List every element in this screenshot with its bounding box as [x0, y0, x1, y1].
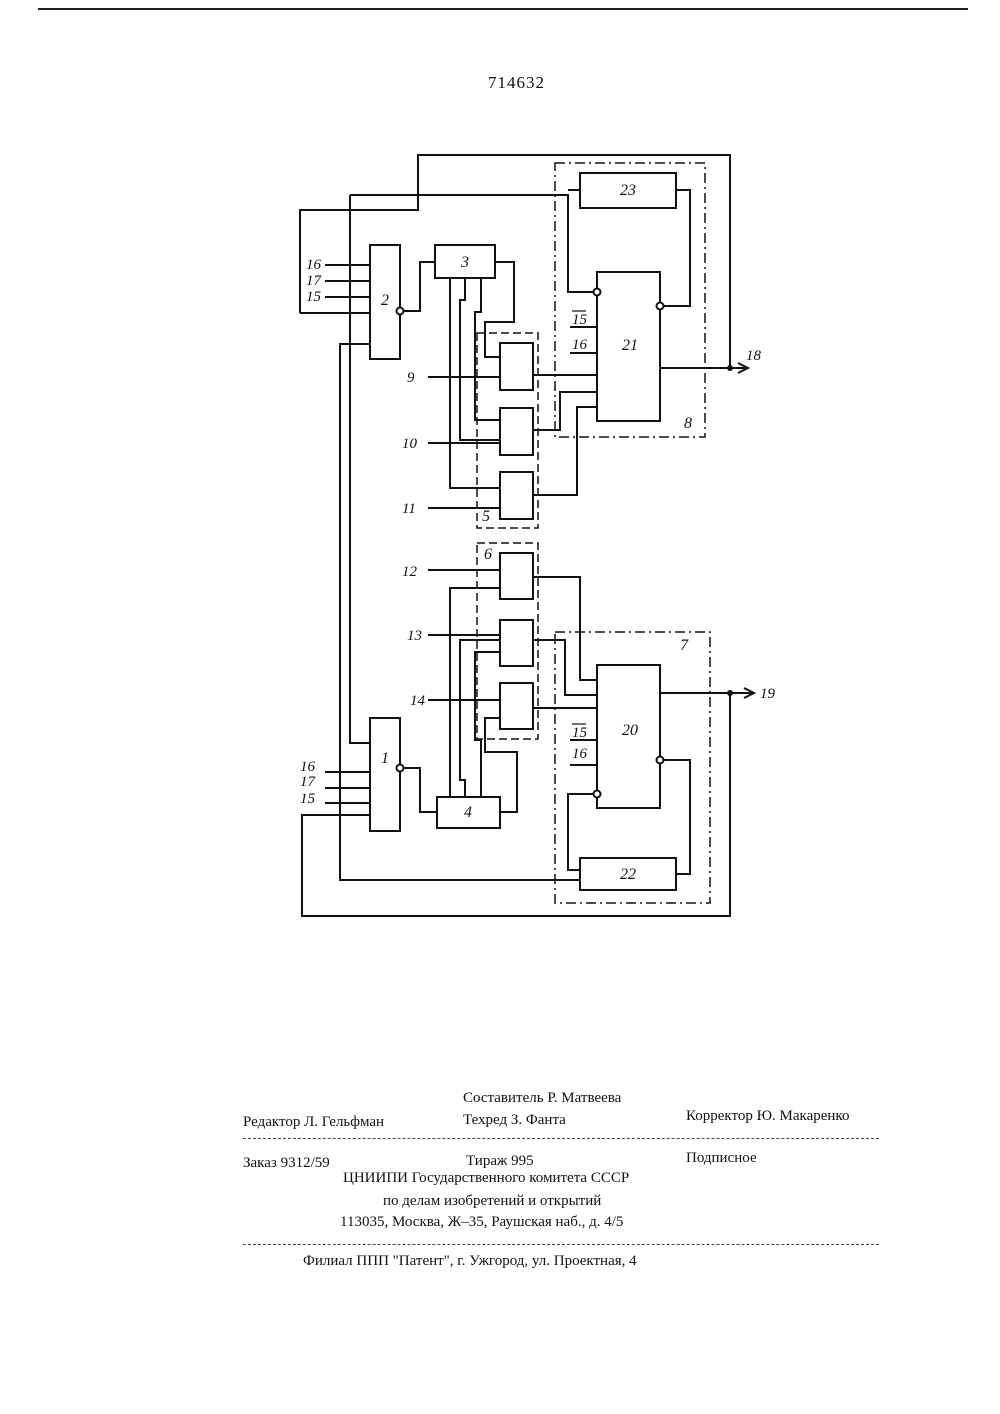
input-15-bottom: 15: [300, 791, 316, 807]
block-6a: [500, 553, 533, 599]
input-17-top: 17: [306, 273, 323, 289]
group-box-5: [477, 333, 538, 528]
circuit-diagram: 23 3 2 21 8 5 6 7 20 1 4 22 16 17 15 9 1…: [0, 0, 1000, 960]
block-5a: [500, 343, 533, 390]
input-15-top: 15: [306, 289, 322, 305]
block-6b: [500, 620, 533, 666]
input-11: 11: [402, 501, 416, 517]
input-10: 10: [402, 436, 418, 452]
circulation: Тираж 995: [466, 1153, 534, 1170]
block-5b: [500, 408, 533, 455]
output-19: 19: [760, 686, 776, 702]
block-1: [370, 718, 400, 831]
input-16-bottom: 16: [300, 759, 316, 775]
group-7-label: 7: [680, 637, 689, 654]
subscription: Подписное: [686, 1150, 757, 1167]
input-13: 13: [407, 628, 422, 644]
techred: Техред З. Фанта: [463, 1112, 566, 1129]
input-12: 12: [402, 564, 418, 580]
block-6c: [500, 683, 533, 729]
footer-rule-bottom: [243, 1244, 879, 1245]
corrector: Корректор Ю. Макаренко: [686, 1108, 849, 1125]
input-16-block20: 16: [572, 746, 588, 762]
input-15-block20: 15: [572, 725, 588, 741]
block-23-label: 23: [620, 182, 636, 199]
branch: Филиал ППП "Патент", г. Ужгород, ул. Про…: [303, 1253, 637, 1270]
address: 113035, Москва, Ж–35, Раушская наб., д. …: [340, 1214, 623, 1231]
input-9: 9: [407, 370, 415, 386]
output-18: 18: [746, 348, 762, 364]
footer-rule-top: [243, 1138, 879, 1139]
group-5-label: 5: [482, 508, 490, 525]
group-8-label: 8: [684, 415, 692, 432]
block-1-label: 1: [381, 750, 389, 767]
input-15-block21: 15: [572, 312, 588, 328]
org-line-2: по делам изобретений и открытий: [383, 1193, 601, 1210]
block-5c: [500, 472, 533, 519]
group-6-label: 6: [484, 546, 492, 563]
composer: Составитель Р. Матвеева: [463, 1090, 621, 1107]
order: Заказ 9312/59: [243, 1155, 330, 1172]
editor: Редактор Л. Гельфман: [243, 1114, 384, 1131]
group-box-7: [555, 632, 710, 903]
input-14: 14: [410, 693, 426, 709]
block-3-label: 3: [460, 254, 469, 271]
block-21-label: 21: [622, 337, 638, 354]
input-16-top: 16: [306, 257, 322, 273]
block-4-label: 4: [464, 804, 472, 821]
input-17-bottom: 17: [300, 774, 317, 790]
block-22-label: 22: [620, 866, 636, 883]
org-line-1: ЦНИИПИ Государственного комитета СССР: [343, 1170, 629, 1187]
block-2-label: 2: [381, 292, 389, 309]
group-box-8: [555, 163, 705, 437]
input-16-block21: 16: [572, 337, 588, 353]
block-20-label: 20: [622, 722, 638, 739]
